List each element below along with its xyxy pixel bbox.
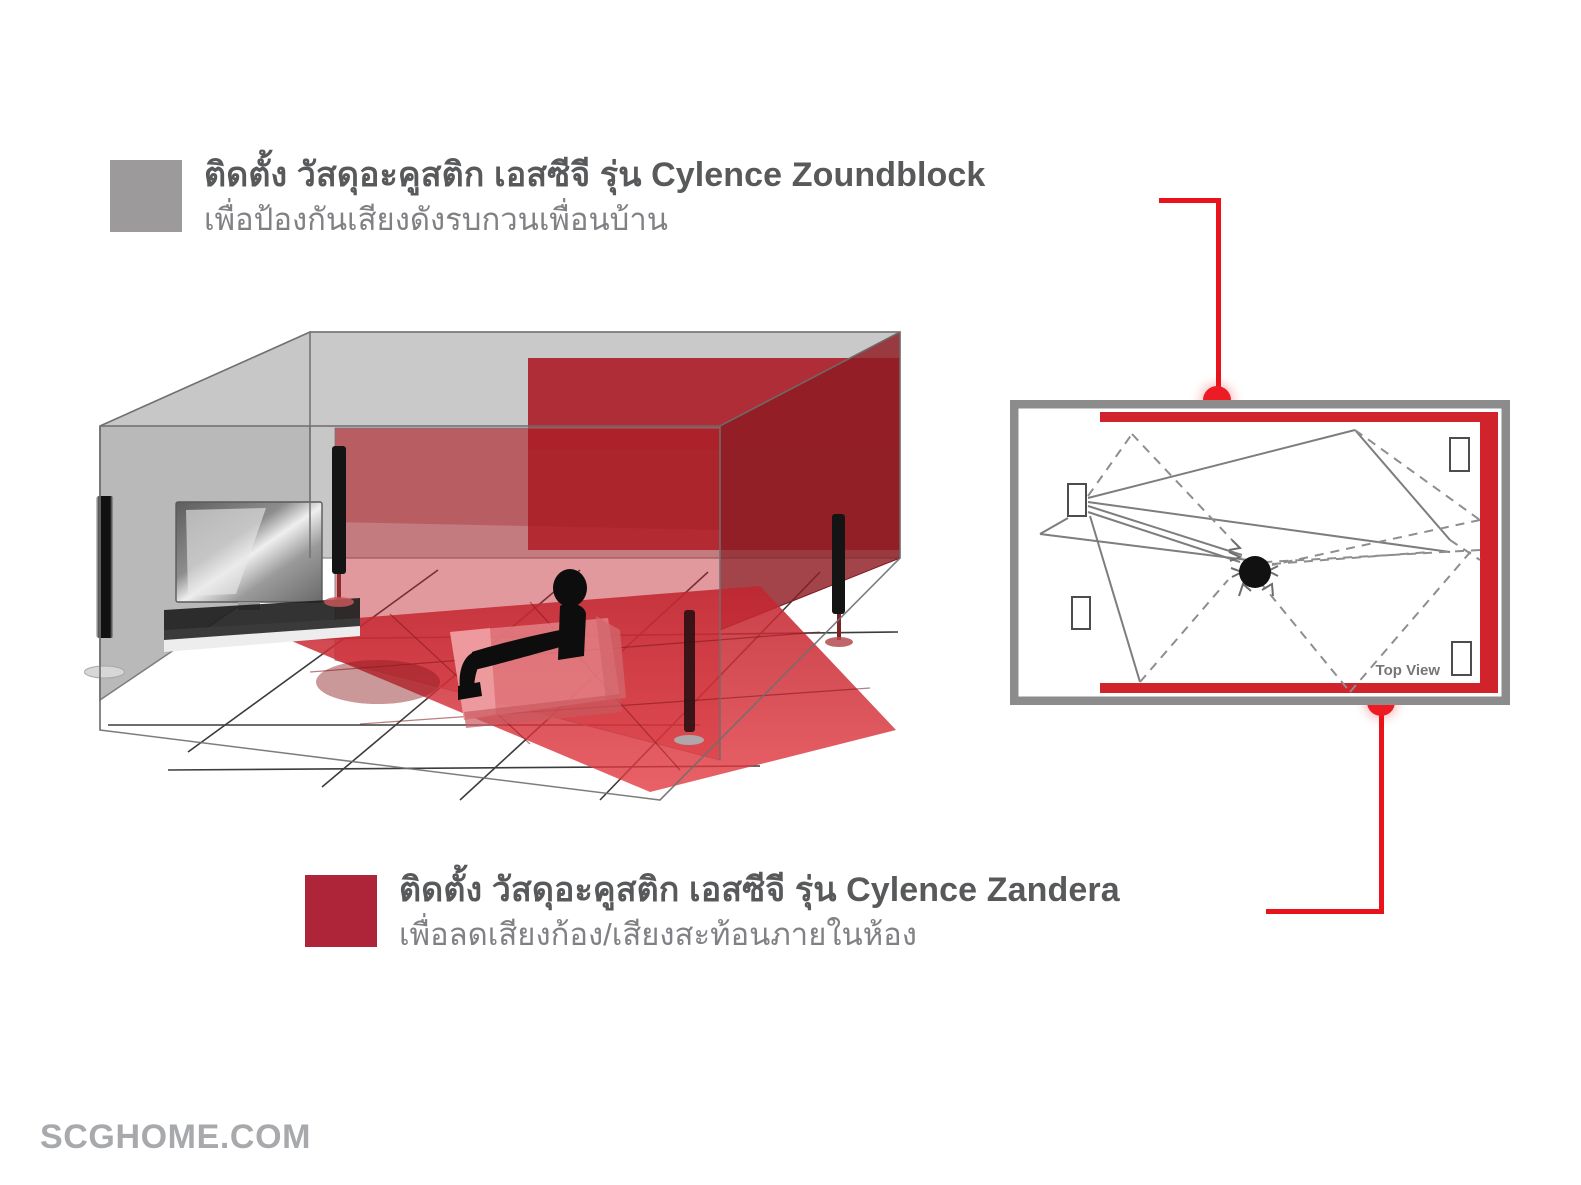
plan-wall-bottom-red <box>1100 683 1498 693</box>
connector-zoundblock-horizontal <box>1159 198 1221 203</box>
television <box>175 501 323 610</box>
top-view-diagram: Top View <box>1010 400 1510 705</box>
room-3d-illustration <box>60 300 980 830</box>
plan-speaker-rear-right <box>1451 641 1472 676</box>
plan-speaker-rear-left <box>1071 596 1091 630</box>
legend-zandera-text: ติดตั้ง วัสดุอะคูสติก เอสซีจี รุ่น Cylen… <box>399 869 1120 955</box>
gray-swatch <box>110 160 182 232</box>
rear-tower-speaker <box>825 514 853 647</box>
legend-zandera-subtext: เพื่อลดเสียงก้อง/เสียงสะท้อนภายในห้อง <box>399 916 917 952</box>
legend-zandera-heading: ติดตั้ง วัสดุอะคูสติก เอสซีจี รุ่น Cylen… <box>399 871 1120 909</box>
plan-reflected-rays <box>1087 429 1481 693</box>
plan-wall-top-red <box>1100 412 1498 422</box>
front-right-tower-speaker <box>674 610 704 745</box>
legend-zandera: ติดตั้ง วัสดุอะคูสติก เอสซีจี รุ่น Cylen… <box>305 871 1120 955</box>
center-tower-speaker <box>324 446 354 607</box>
plan-direct-rays <box>1039 429 1451 683</box>
connector-zandera-horizontal <box>1266 909 1384 914</box>
connector-zoundblock-vertical <box>1216 198 1221 401</box>
legend-zoundblock-subtext: เพื่อป้องกันเสียงดังรบกวนเพื่อนบ้าน <box>204 201 668 237</box>
seated-person <box>458 569 587 700</box>
plan-ray-arrowheads <box>1228 539 1279 597</box>
plan-speaker-front-left <box>1067 483 1087 517</box>
plan-wall-right-red <box>1480 412 1498 693</box>
site-footer: SCGHOME.COM <box>40 1118 312 1156</box>
red-swatch <box>305 875 377 947</box>
glass-cutaway-edges <box>99 331 901 801</box>
plan-listening-position <box>1239 556 1271 588</box>
connector-zandera-vertical <box>1379 700 1384 914</box>
coffee-table <box>316 660 440 704</box>
legend-zoundblock-text: ติดตั้ง วัสดุอะคูสติก เอสซีจี รุ่น Cylen… <box>204 154 985 240</box>
legend-zoundblock: ติดตั้ง วัสดุอะคูสติก เอสซีจี รุ่น Cylen… <box>110 156 985 240</box>
top-view-caption: Top View <box>1376 662 1441 679</box>
plan-wall-left-gray <box>1022 412 1028 693</box>
media-console <box>164 598 360 652</box>
legend-zoundblock-heading: ติดตั้ง วัสดุอะคูสติก เอสซีจี รุ่น Cylen… <box>204 156 986 194</box>
plan-speaker-front-right <box>1449 437 1470 472</box>
